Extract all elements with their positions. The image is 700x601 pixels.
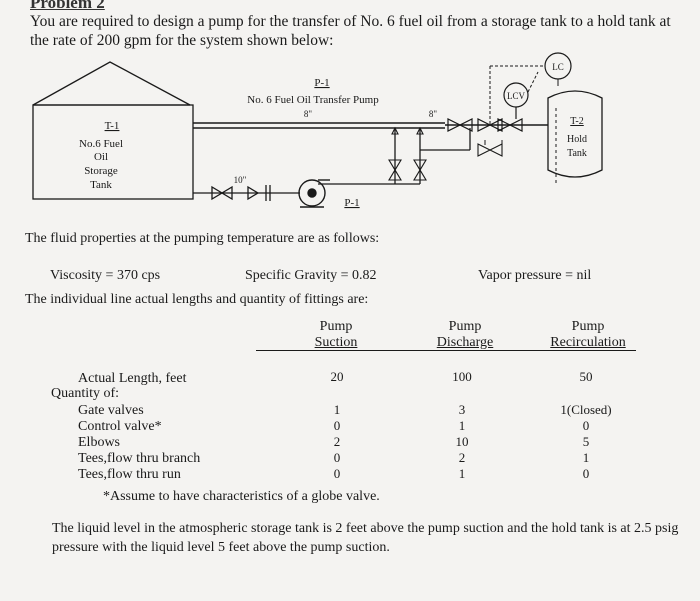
problem-intro: You are required to design a pump for th…	[30, 13, 671, 49]
storage-tank-line-3: Storage	[84, 165, 118, 177]
fitting-row-value: 1	[582, 450, 590, 465]
pump-label-name: No. 6 Fuel Oil Transfer Pump	[247, 94, 379, 106]
pump-icon	[298, 179, 330, 208]
storage-tank-line-2: Oil	[94, 151, 108, 163]
fitting-row-value: 0	[582, 418, 590, 433]
hold-tank-shape	[547, 90, 603, 178]
control-valve-note: *Assume to have characteristics of a glo…	[103, 489, 380, 504]
actual-length-discharge: 100	[452, 369, 472, 384]
pump-discharge-size-right: 8"	[429, 109, 438, 119]
vapor-pressure-value: Vapor pressure = nil	[478, 268, 592, 283]
fitting-row-value: 1	[458, 418, 466, 433]
actual-length-suction: 20	[330, 369, 344, 384]
level-control-valve-label: LCV	[507, 91, 526, 101]
pump-label-tag: P-1	[314, 77, 329, 89]
column-header-discharge-bottom: Discharge	[436, 335, 494, 350]
properties-intro: The fluid properties at the pumping temp…	[25, 231, 380, 246]
specific-gravity-value: Specific Gravity = 0.82	[245, 268, 377, 283]
pump-tag-below: P-1	[344, 197, 359, 209]
pump-suction-line	[193, 185, 300, 201]
fitting-row-value: 10	[455, 434, 469, 449]
suction-size-label: 10"	[234, 175, 247, 185]
hold-tank-line-2: Tank	[567, 148, 587, 159]
fitting-row-value: 0	[333, 450, 341, 465]
lines-table-intro: The individual line actual lengths and q…	[25, 292, 369, 307]
column-header-recirculation-top: Pump	[571, 319, 605, 334]
column-header-suction: Pump Suction	[296, 319, 376, 351]
fitting-row-value: 1	[458, 466, 466, 481]
recirculation-line	[193, 122, 548, 129]
hold-tank-tag: T-2	[570, 116, 584, 127]
pump-discharge-line	[318, 128, 471, 185]
fitting-row-value: 1(Closed)	[560, 402, 612, 417]
storage-tank-line-4: Tank	[90, 179, 112, 191]
storage-tank-shape	[32, 61, 194, 200]
column-header-discharge-top: Pump	[448, 319, 482, 334]
quantity-label: Quantity of:	[51, 386, 120, 401]
process-flow-diagram: T-1 No.6 Fuel Oil Storage Tank P-1 No. 6…	[32, 52, 603, 209]
fitting-row-label: Gate valves	[78, 403, 144, 418]
actual-length-label: Actual Length, feet	[78, 371, 187, 386]
viscosity-value: Viscosity = 370 cps	[50, 268, 161, 283]
closing-paragraph: The liquid level in the atmospheric stor…	[52, 521, 679, 555]
fitting-row-value: 0	[333, 466, 341, 481]
fitting-row-value: 1	[333, 402, 341, 417]
table-header-rule	[256, 350, 636, 351]
storage-tank-line-1: No.6 Fuel	[79, 138, 123, 150]
column-header-recirculation: Pump Recirculation	[543, 319, 633, 351]
fitting-row-value: 2	[333, 434, 341, 449]
fitting-row-value: 0	[582, 466, 590, 481]
fitting-row-label: Tees,flow thru branch	[78, 451, 201, 466]
fitting-row-label: Control valve*	[78, 419, 162, 434]
actual-length-recirculation: 50	[579, 369, 593, 384]
column-header-recirculation-bottom: Recirculation	[550, 335, 626, 350]
column-header-discharge: Pump Discharge	[425, 319, 505, 351]
level-controller-label: LC	[552, 62, 564, 72]
fitting-row-value: 5	[582, 434, 590, 449]
discharge-gate-valves	[447, 118, 523, 132]
problem-title: Problem 2	[30, 0, 105, 12]
fitting-row-value: 2	[458, 450, 466, 465]
fitting-row-label: Elbows	[78, 435, 120, 450]
hold-tank-line-1: Hold	[567, 134, 587, 145]
column-header-suction-bottom: Suction	[314, 335, 358, 350]
fitting-row-label: Tees,flow thru run	[78, 467, 181, 482]
fitting-row-value: 0	[333, 418, 341, 433]
discharge-vertical-valves	[388, 126, 503, 181]
storage-tank-tag: T-1	[105, 120, 120, 132]
fitting-row-value: 3	[458, 402, 466, 417]
column-header-suction-top: Pump	[319, 319, 353, 334]
pump-discharge-size-left: 8"	[304, 109, 313, 119]
